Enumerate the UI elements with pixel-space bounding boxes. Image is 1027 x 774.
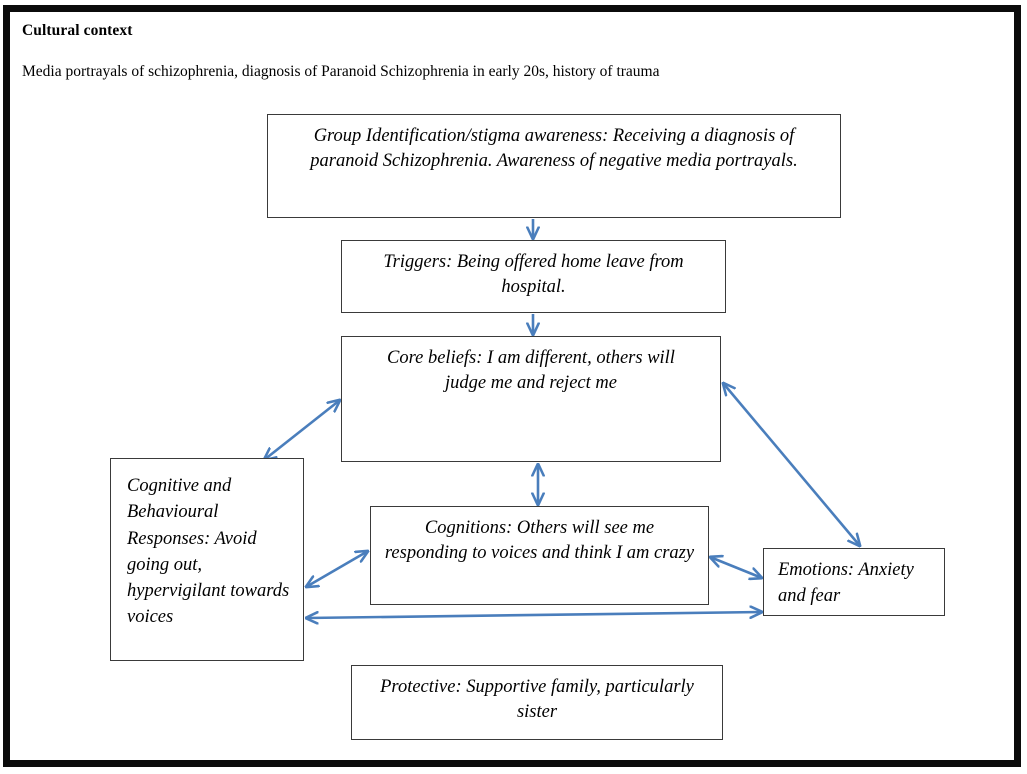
node-core-beliefs-label: Core beliefs: I am different, others wil… xyxy=(387,348,675,393)
node-cognitive-behavioural-responses[interactable]: Cognitive and Behavioural Responses: Avo… xyxy=(110,458,304,661)
node-protective[interactable]: Protective: Supportive family, particula… xyxy=(351,665,723,740)
connector-cbr-to-cognitions xyxy=(306,551,368,587)
node-protective-label: Protective: Supportive family, particula… xyxy=(380,677,694,722)
node-cognitive-behavioural-responses-label: Cognitive and Behavioural Responses: Avo… xyxy=(127,476,290,628)
page-subtitle: Media portrayals of schizophrenia, diagn… xyxy=(22,63,660,80)
connector-emotions-to-cbr xyxy=(306,612,762,618)
node-cognitions-label: Cognitions: Others will see me respondin… xyxy=(384,518,695,563)
page-title: Cultural context xyxy=(22,22,133,39)
node-emotions[interactable]: Emotions: Anxiety and fear xyxy=(763,548,945,616)
node-triggers-label: Triggers: Being offered home leave from … xyxy=(383,252,684,297)
node-group-identification[interactable]: Group Identification/stigma awareness: R… xyxy=(267,114,841,218)
node-group-identification-label: Group Identification/stigma awareness: R… xyxy=(310,126,798,171)
connector-core-to-emotions xyxy=(723,383,860,546)
node-cognitions[interactable]: Cognitions: Others will see me respondin… xyxy=(370,506,709,605)
connector-cognitions-to-emotions xyxy=(710,557,762,578)
node-triggers[interactable]: Triggers: Being offered home leave from … xyxy=(341,240,726,313)
node-core-beliefs[interactable]: Core beliefs: I am different, others wil… xyxy=(341,336,721,462)
connector-core-to-cbr xyxy=(264,400,340,460)
node-emotions-label: Emotions: Anxiety and fear xyxy=(778,560,914,606)
